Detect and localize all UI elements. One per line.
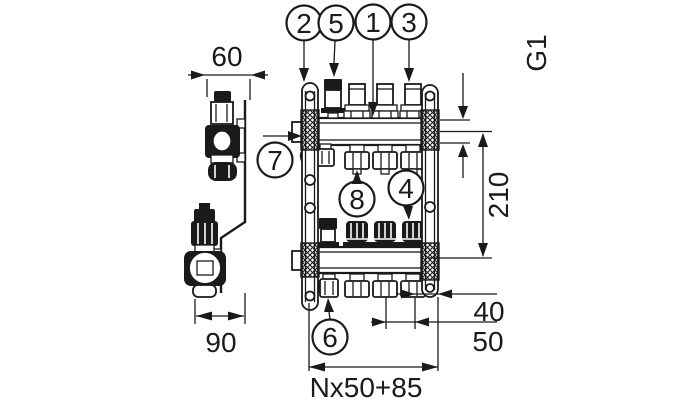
- dim-total-arrow-right: [422, 362, 438, 372]
- dim-60-label: 60: [211, 41, 242, 72]
- dimension-40: 40: [385, 289, 505, 371]
- flow-meters: [343, 83, 427, 119]
- callout-2: 2: [285, 4, 323, 82]
- dim-90-label: 90: [205, 327, 236, 358]
- supply-bar: [291, 116, 440, 147]
- callout-5: 5: [317, 4, 355, 77]
- dim50-arrow-right: [415, 317, 429, 327]
- dim210-arrow-up: [478, 133, 488, 147]
- bracket-hole: [304, 90, 316, 102]
- dimension-90: 90: [194, 293, 246, 358]
- dimension-60: 60: [188, 41, 268, 100]
- callout-4-label: 4: [398, 173, 414, 204]
- dim-g1-label: G1: [521, 34, 552, 71]
- union-nut: [372, 273, 398, 298]
- side-view: 60: [184, 41, 268, 358]
- mounting-bracket-left: [300, 82, 320, 311]
- dimension-g1: G1: [440, 34, 552, 178]
- thermostatic-valve-cap: [343, 221, 371, 247]
- callout-7-label: 7: [267, 145, 283, 176]
- callout-6: 6: [311, 298, 349, 356]
- callout-3: 3: [390, 3, 428, 82]
- dim90-arrow-right: [228, 311, 244, 321]
- thermostatic-valve-cap: [371, 221, 399, 247]
- bracket-tab: [236, 118, 246, 129]
- bracket-hole: [304, 290, 316, 302]
- dim-210-label: 210: [483, 172, 514, 219]
- valve-caps: [343, 221, 427, 247]
- air-vent-top: [321, 79, 345, 119]
- dim90-arrow-left: [196, 311, 212, 321]
- callout-5-label: 5: [328, 8, 344, 39]
- callout-8-label: 8: [349, 184, 365, 215]
- callout-1-label: 1: [365, 7, 381, 38]
- dim-total-arrow-left: [309, 362, 325, 372]
- g1-arrow-up: [458, 144, 468, 157]
- dimension-total-length: Nx50+85: [308, 303, 438, 403]
- flow-meter: [343, 83, 371, 119]
- thermostatic-valve-cap: [399, 221, 427, 247]
- dim50-arrow-left: [372, 317, 386, 327]
- bracket-hole: [304, 174, 316, 186]
- union-nut: [372, 144, 398, 175]
- union-nut: [344, 144, 370, 175]
- side-flowmeter-valve: [205, 91, 240, 181]
- g1-arrow-down: [458, 106, 468, 119]
- dim40-arrow-right: [438, 289, 452, 299]
- flow-meter: [399, 83, 427, 119]
- callout-4: 4: [387, 169, 425, 220]
- dim60-arrow-left: [191, 70, 205, 80]
- callout-8: 8: [338, 170, 376, 218]
- dim-total-length-label: Nx50+85: [310, 372, 423, 403]
- dimension-50: 50: [371, 317, 504, 357]
- union-nut: [344, 273, 370, 298]
- supply-connections: [299, 143, 426, 175]
- dim40-arrow-left: [401, 289, 415, 299]
- side-thermostatic-valve: [184, 203, 226, 298]
- flow-meter: [371, 83, 399, 119]
- dim-50-label: 50: [472, 326, 503, 357]
- dim210-arrow-down: [478, 243, 488, 257]
- bracket-hole: [304, 202, 316, 214]
- callout-1: 1: [354, 3, 392, 116]
- bracket-hole: [424, 201, 436, 213]
- front-view: G1 210 40 50: [256, 3, 552, 403]
- air-vent-bottom: [317, 218, 339, 247]
- dim60-arrow-right: [251, 70, 265, 80]
- callout-6-label: 6: [322, 322, 338, 353]
- callout-7: 7: [256, 131, 302, 179]
- callout-3-label: 3: [401, 7, 417, 38]
- mounting-bracket-right: [420, 84, 440, 298]
- bracket-hole: [424, 90, 436, 102]
- bracket-hole: [425, 283, 435, 293]
- callout-2-label: 2: [296, 8, 312, 39]
- dimension-210: 210: [428, 133, 514, 259]
